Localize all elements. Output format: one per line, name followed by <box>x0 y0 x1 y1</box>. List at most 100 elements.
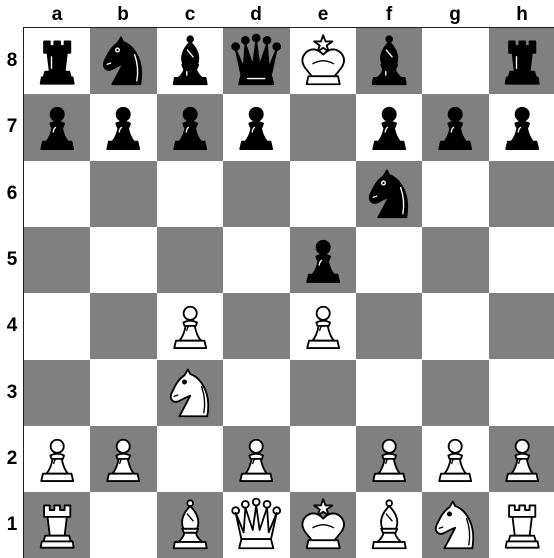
square-d8[interactable] <box>223 28 289 94</box>
square-d2[interactable] <box>223 426 289 492</box>
black-pawn-icon[interactable] <box>356 94 422 160</box>
square-a4[interactable] <box>24 293 90 359</box>
square-c4[interactable] <box>157 293 223 359</box>
white-king-icon[interactable] <box>290 492 356 558</box>
square-d3[interactable] <box>223 360 289 426</box>
square-e8[interactable] <box>290 28 356 94</box>
square-a1[interactable] <box>24 492 90 558</box>
square-d4[interactable] <box>223 293 289 359</box>
square-b1[interactable] <box>90 492 156 558</box>
square-c6[interactable] <box>157 161 223 227</box>
square-f4[interactable] <box>356 293 422 359</box>
square-c1[interactable] <box>157 492 223 558</box>
black-knight-icon[interactable] <box>356 161 422 227</box>
white-pawn-icon[interactable] <box>90 426 156 492</box>
square-e2[interactable] <box>290 426 356 492</box>
white-pawn-icon[interactable] <box>489 426 554 492</box>
black-pawn-icon[interactable] <box>90 94 156 160</box>
square-c3[interactable] <box>157 360 223 426</box>
square-e3[interactable] <box>290 360 356 426</box>
square-e5[interactable] <box>290 227 356 293</box>
square-c7[interactable] <box>157 94 223 160</box>
square-g8[interactable] <box>422 28 488 94</box>
square-c8[interactable] <box>157 28 223 94</box>
white-queen-icon[interactable] <box>223 492 289 558</box>
square-d5[interactable] <box>223 227 289 293</box>
square-h3[interactable] <box>489 360 554 426</box>
square-e4[interactable] <box>290 293 356 359</box>
white-king-icon[interactable] <box>290 28 356 94</box>
square-b2[interactable] <box>90 426 156 492</box>
square-f1[interactable] <box>356 492 422 558</box>
square-b7[interactable] <box>90 94 156 160</box>
black-pawn-icon[interactable] <box>223 94 289 160</box>
square-g4[interactable] <box>422 293 488 359</box>
square-f3[interactable] <box>356 360 422 426</box>
black-pawn-icon[interactable] <box>489 94 554 160</box>
square-a7[interactable] <box>24 94 90 160</box>
white-pawn-icon[interactable] <box>223 426 289 492</box>
square-f8[interactable] <box>356 28 422 94</box>
square-f2[interactable] <box>356 426 422 492</box>
black-knight-icon[interactable] <box>90 28 156 94</box>
black-rook-icon[interactable] <box>489 28 554 94</box>
square-f5[interactable] <box>356 227 422 293</box>
file-label-f: f <box>356 5 422 24</box>
black-pawn-icon[interactable] <box>422 94 488 160</box>
white-rook-icon[interactable] <box>24 492 90 558</box>
square-g2[interactable] <box>422 426 488 492</box>
square-a3[interactable] <box>24 360 90 426</box>
white-pawn-icon[interactable] <box>24 426 90 492</box>
black-queen-icon[interactable] <box>223 28 289 94</box>
square-g1[interactable] <box>422 492 488 558</box>
square-e7[interactable] <box>290 94 356 160</box>
white-bishop-icon[interactable] <box>157 492 223 558</box>
square-f7[interactable] <box>356 94 422 160</box>
file-label-a: a <box>24 5 90 24</box>
square-b8[interactable] <box>90 28 156 94</box>
square-d6[interactable] <box>223 161 289 227</box>
square-g5[interactable] <box>422 227 488 293</box>
square-a8[interactable] <box>24 28 90 94</box>
square-a6[interactable] <box>24 161 90 227</box>
square-a2[interactable] <box>24 426 90 492</box>
white-pawn-icon[interactable] <box>356 426 422 492</box>
white-pawn-icon[interactable] <box>290 293 356 359</box>
black-bishop-icon[interactable] <box>157 28 223 94</box>
square-c5[interactable] <box>157 227 223 293</box>
square-b4[interactable] <box>90 293 156 359</box>
square-a5[interactable] <box>24 227 90 293</box>
white-pawn-icon[interactable] <box>157 293 223 359</box>
white-knight-icon[interactable] <box>157 360 223 426</box>
square-e6[interactable] <box>290 161 356 227</box>
square-h4[interactable] <box>489 293 554 359</box>
white-rook-icon[interactable] <box>489 492 554 558</box>
square-g7[interactable] <box>422 94 488 160</box>
square-h2[interactable] <box>489 426 554 492</box>
square-h7[interactable] <box>489 94 554 160</box>
square-d7[interactable] <box>223 94 289 160</box>
white-bishop-icon[interactable] <box>356 492 422 558</box>
square-h5[interactable] <box>489 227 554 293</box>
black-rook-icon[interactable] <box>24 28 90 94</box>
square-g6[interactable] <box>422 161 488 227</box>
black-pawn-icon[interactable] <box>24 94 90 160</box>
white-pawn-icon[interactable] <box>422 426 488 492</box>
square-b6[interactable] <box>90 161 156 227</box>
square-f6[interactable] <box>356 161 422 227</box>
square-g3[interactable] <box>422 360 488 426</box>
square-c2[interactable] <box>157 426 223 492</box>
black-bishop-icon[interactable] <box>356 28 422 94</box>
white-knight-icon[interactable] <box>422 492 488 558</box>
square-h6[interactable] <box>489 161 554 227</box>
square-e1[interactable] <box>290 492 356 558</box>
black-pawn-icon[interactable] <box>157 94 223 160</box>
square-b3[interactable] <box>90 360 156 426</box>
black-pawn-icon[interactable] <box>290 227 356 293</box>
square-d1[interactable] <box>223 492 289 558</box>
file-label-c: c <box>157 5 223 24</box>
square-b5[interactable] <box>90 227 156 293</box>
square-h8[interactable] <box>489 28 554 94</box>
square-h1[interactable] <box>489 492 554 558</box>
